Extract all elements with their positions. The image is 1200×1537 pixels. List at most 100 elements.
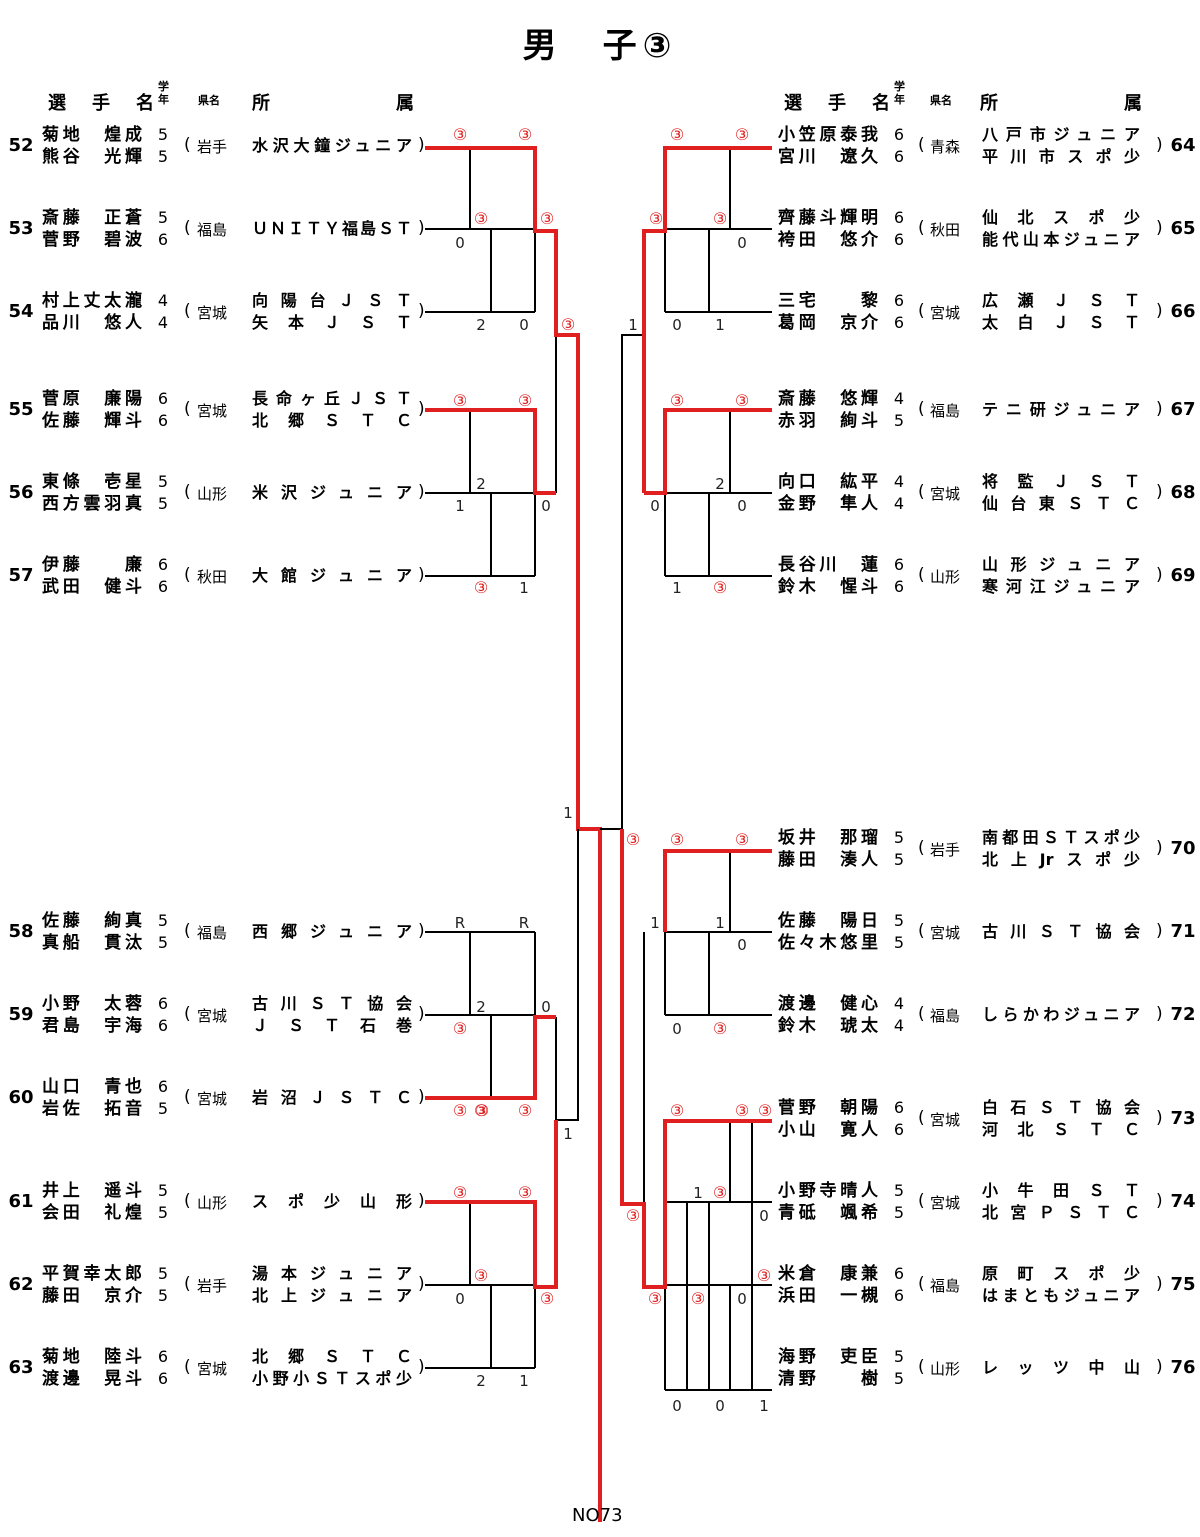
close-paren: ) xyxy=(418,135,425,155)
player-name: 山口 青也 xyxy=(42,1077,142,1097)
winner-path xyxy=(425,408,556,495)
player-name: 赤羽 絢斗 xyxy=(778,411,878,431)
close-paren: ) xyxy=(418,399,425,419)
open-paren: ( xyxy=(918,399,925,419)
score: 1 xyxy=(715,316,725,334)
player-grade: 5 xyxy=(893,850,905,869)
player-name: 齊藤斗輝明 xyxy=(778,208,878,228)
club-name: 北郷ＳＴＣ xyxy=(252,1347,412,1366)
open-paren: ( xyxy=(184,301,191,321)
score: 2 xyxy=(476,316,486,334)
close-paren: ) xyxy=(418,1357,425,1377)
winner-path xyxy=(425,1120,558,1289)
player-grade: 6 xyxy=(893,1286,905,1305)
winner-path xyxy=(620,829,772,1289)
player-name: 菅野 碧波 xyxy=(42,230,142,250)
score: 1 xyxy=(563,804,573,822)
close-paren: ) xyxy=(1156,135,1163,155)
open-paren: ( xyxy=(184,921,191,941)
club-name: 寒河江ジュニア xyxy=(982,577,1140,596)
prefecture: 福島 xyxy=(197,924,228,942)
player-grade: 5 xyxy=(893,1181,905,1200)
club-name: ＪＳＴ石巻 xyxy=(252,1016,412,1035)
header-name: 選 手 名 xyxy=(48,93,158,114)
seed-number: 70 xyxy=(1170,838,1196,859)
open-paren: ( xyxy=(918,218,925,238)
player-grade: 6 xyxy=(893,555,905,574)
seed-number: 63 xyxy=(8,1357,34,1378)
close-paren: ) xyxy=(1156,399,1163,419)
seed-number: 71 xyxy=(1170,921,1196,942)
player-grade: 6 xyxy=(893,1098,905,1117)
score: 2 xyxy=(476,998,486,1016)
seed-number: 57 xyxy=(8,565,34,586)
close-paren: ) xyxy=(418,1004,425,1024)
close-paren: ) xyxy=(418,218,425,238)
seed-number: 74 xyxy=(1170,1191,1196,1212)
player-grade: 5 xyxy=(893,411,905,430)
club-name: 山形ジュニア xyxy=(982,555,1140,574)
player-grade: 4 xyxy=(893,494,905,513)
player-grade: 5 xyxy=(157,1286,169,1305)
player-name: 武田 健斗 xyxy=(42,577,142,597)
player-name: 鈴木 惺斗 xyxy=(778,577,878,597)
winning-score: ③ xyxy=(670,125,684,144)
open-paren: ( xyxy=(918,135,925,155)
score: 0 xyxy=(737,497,747,515)
score: 1 xyxy=(672,579,682,597)
score: 1 xyxy=(650,914,660,932)
player-grade: 6 xyxy=(157,389,169,408)
close-paren: ) xyxy=(1156,1274,1163,1294)
open-paren: ( xyxy=(184,135,191,155)
player-name: 藤田 湊人 xyxy=(778,850,878,870)
club-name: 矢本ＪＳＴ xyxy=(252,313,412,332)
player-grade: 6 xyxy=(893,147,905,166)
score: 0 xyxy=(672,1397,682,1415)
open-paren: ( xyxy=(918,301,925,321)
close-paren: ) xyxy=(418,565,425,585)
seed-number: 73 xyxy=(1170,1108,1196,1129)
winning-score: ③ xyxy=(626,830,640,849)
open-paren: ( xyxy=(918,482,925,502)
open-paren: ( xyxy=(918,1004,925,1024)
header-club-a-right: 所 xyxy=(980,93,998,114)
player-grade: 6 xyxy=(893,577,905,596)
score: 0 xyxy=(519,316,529,334)
player-name: 藤田 京介 xyxy=(42,1286,142,1306)
player-name: 西方雲羽真 xyxy=(42,494,142,514)
player-name: 品川 悠人 xyxy=(42,313,142,333)
player-name: 向口 紘平 xyxy=(778,472,878,492)
player-grade: 5 xyxy=(157,911,169,930)
winning-score: ③ xyxy=(691,1289,705,1308)
player-name: 井上 遥斗 xyxy=(42,1181,142,1201)
close-paren: ) xyxy=(418,482,425,502)
winning-score: ③ xyxy=(713,578,727,597)
winning-score: ③ xyxy=(758,1101,772,1120)
player-name: 宮川 遼久 xyxy=(778,147,878,167)
close-paren: ) xyxy=(418,921,425,941)
score: 1 xyxy=(519,579,529,597)
club-name: 仙台東ＳＴＣ xyxy=(982,494,1140,513)
player-name: 米倉 康兼 xyxy=(778,1264,878,1284)
prefecture: 岩手 xyxy=(197,1277,228,1295)
club-name: 能代山本ジュニア xyxy=(982,230,1140,249)
prefecture: 山形 xyxy=(197,485,228,503)
club-name: 平川市スポ少 xyxy=(982,147,1140,166)
player-name: 渡邊 晃斗 xyxy=(42,1369,142,1389)
seed-number: 60 xyxy=(8,1087,34,1108)
prefecture: 山形 xyxy=(930,1360,961,1378)
player-name: 佐藤 絢真 xyxy=(42,911,142,931)
player-grade: 6 xyxy=(893,208,905,227)
player-grade: 6 xyxy=(893,1120,905,1139)
player-grade: 5 xyxy=(157,147,169,166)
player-name: 鈴木 琥太 xyxy=(778,1016,878,1036)
player-name: 金野 隼人 xyxy=(778,494,878,514)
score: 0 xyxy=(672,316,682,334)
seed-number: 58 xyxy=(8,921,34,942)
header-grade-right: 学年 xyxy=(894,80,905,106)
winning-score: ③ xyxy=(474,209,488,228)
prefecture: 宮城 xyxy=(197,304,228,322)
close-paren: ) xyxy=(1156,921,1163,941)
winning-score: ③ xyxy=(670,830,684,849)
player-name: 袴田 悠介 xyxy=(778,230,878,250)
